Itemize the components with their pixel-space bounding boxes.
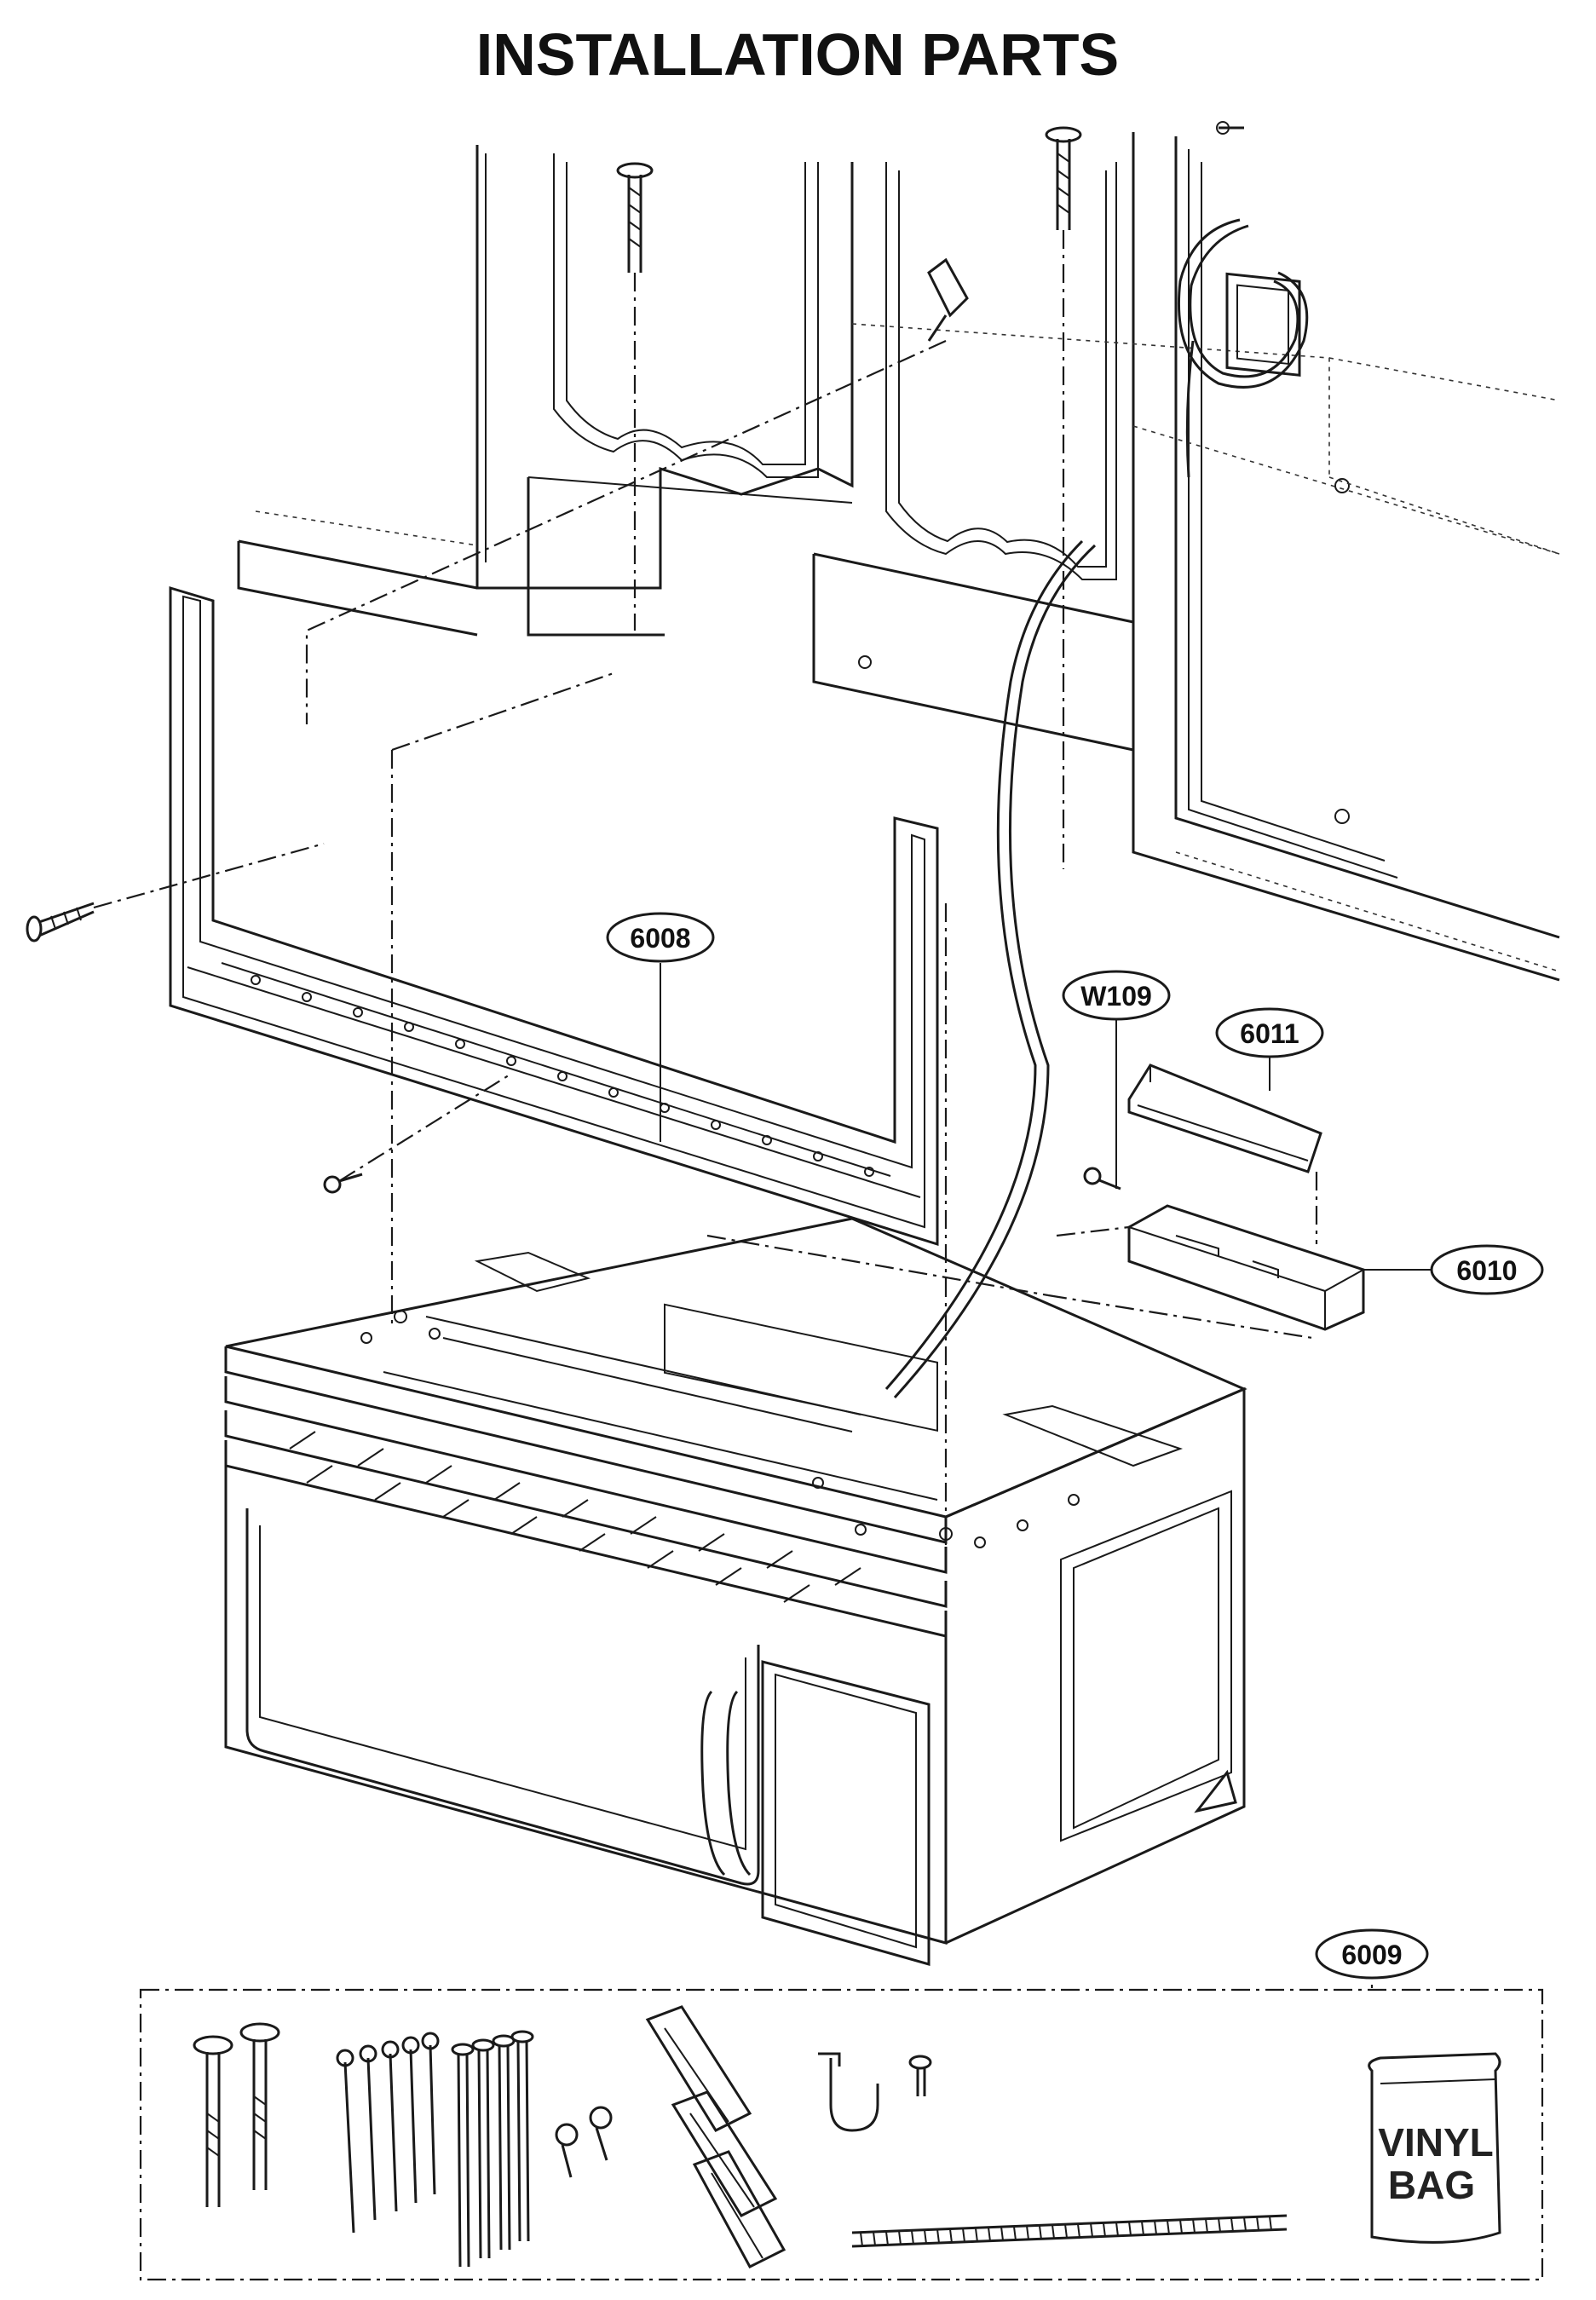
kit-clamp-screw: [908, 2055, 932, 2096]
callout-6009: 6009: [1315, 1928, 1429, 1980]
toggle-bolt-top: [927, 257, 969, 342]
vinyl-bag-label-line1: VINYL: [1378, 2120, 1493, 2165]
callout-6010: 6010: [1363, 1244, 1544, 1295]
svg-text:6009: 6009: [1341, 1940, 1402, 1970]
power-cord: [893, 544, 1097, 1399]
svg-text:6011: 6011: [1240, 1018, 1299, 1049]
plate-screw: [323, 1173, 363, 1194]
kit-toggle-bolts: [645, 2005, 786, 2268]
svg-text:W109: W109: [1080, 981, 1152, 1012]
wire-bracket: [1127, 1204, 1365, 1331]
callout-w109: W109: [1062, 970, 1171, 1189]
kit-bolts: [193, 2022, 280, 2207]
w109-screw: [1083, 1167, 1121, 1190]
plate-holes: [251, 975, 874, 1177]
callout-6008: 6008: [606, 912, 715, 1142]
svg-text:6008: 6008: [630, 923, 690, 954]
kit-spring: [851, 2214, 1288, 2248]
callout-6011: 6011: [1215, 1007, 1324, 1091]
kit-long-bolts: [451, 2030, 534, 2268]
kit-wood-screws: [336, 2032, 440, 2234]
mounting-plate: [169, 585, 939, 1247]
kit-cord-clamp: [818, 2052, 879, 2132]
svg-text:6010: 6010: [1456, 1255, 1517, 1286]
kit-small-screws: [555, 2106, 613, 2178]
parts-kit-box: [139, 1988, 1544, 2281]
top-bolt-right: [1045, 126, 1082, 230]
microwave-oven: [224, 1217, 1247, 1966]
vinyl-bag: VINYL BAG: [1368, 2052, 1501, 2244]
page-title: INSTALLATION PARTS: [476, 21, 1119, 88]
upper-cabinet: [237, 121, 1560, 982]
top-bolt-left: [616, 162, 654, 273]
wall-screw-left: [26, 902, 95, 942]
cord-cover: [1127, 1064, 1322, 1173]
vinyl-bag-label-line2: BAG: [1388, 2163, 1475, 2207]
